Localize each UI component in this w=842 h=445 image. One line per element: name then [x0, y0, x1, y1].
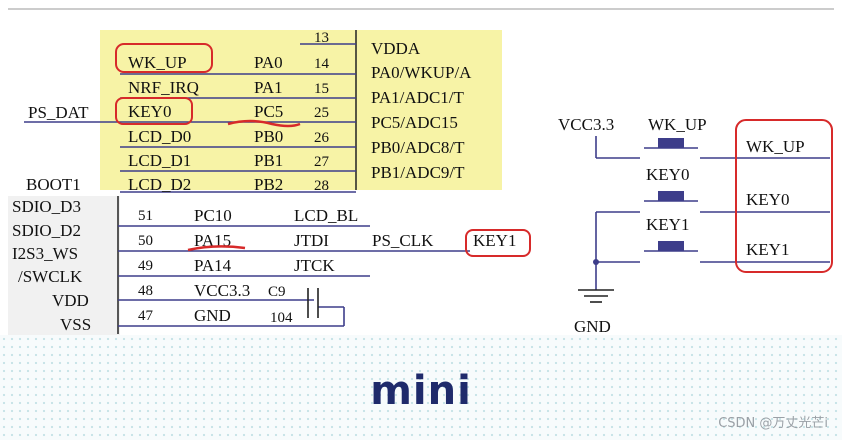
- net-ps-dat: PS_DAT: [28, 103, 89, 122]
- net-nrf-irq: NRF_IRQ: [128, 78, 199, 97]
- top-ic-body: [100, 30, 502, 190]
- bottom-pin-num: 47: [138, 308, 154, 324]
- top-pin-num: 15: [314, 81, 329, 97]
- caption-title: mini: [370, 368, 472, 414]
- top-pin-func: VDDA: [371, 39, 421, 58]
- top-pin-name: PA0: [254, 53, 283, 72]
- net-lcd-d0: LCD_D0: [128, 127, 191, 146]
- bottom-net: LCD_BL: [294, 206, 358, 225]
- net-lcd-d1: LCD_D1: [128, 151, 191, 170]
- left-label: /SWCLK: [18, 267, 83, 286]
- bottom-pin-num: 49: [138, 258, 153, 274]
- top-pin-num: 14: [314, 56, 330, 72]
- switch-key1: KEY1: [644, 215, 698, 252]
- top-pin-func: PB0/ADC8/T: [371, 138, 465, 157]
- net-lcd-d2: LCD_D2: [128, 175, 191, 194]
- capacitor-label: C9: [268, 284, 286, 300]
- switch-label: KEY0: [646, 165, 689, 184]
- top-pin-name: PB2: [254, 175, 283, 194]
- net-ps-clk: PS_CLK: [372, 231, 434, 250]
- highlight-key-outputs: [735, 119, 833, 273]
- top-pin-func: PB1/ADC9/T: [371, 163, 465, 182]
- net-key0: KEY0: [128, 102, 171, 121]
- switch-wk-up: WK_UP: [644, 115, 707, 149]
- left-label: I2S3_WS: [12, 244, 78, 263]
- switch-key0: KEY0: [644, 165, 698, 202]
- top-pin-num: 26: [314, 130, 330, 146]
- bottom-net: JTCK: [294, 256, 335, 275]
- bottom-net: JTDI: [294, 231, 329, 250]
- net-wk-up: WK_UP: [128, 53, 187, 72]
- top-pin-name: PB0: [254, 127, 283, 146]
- bottom-ic-wires: [118, 225, 470, 327]
- bottom-left-panel: [8, 196, 120, 336]
- ground-symbol: [578, 289, 614, 303]
- top-pin-name: PA1: [254, 78, 283, 97]
- junction-dot: [593, 259, 599, 265]
- gnd-label: GND: [574, 317, 611, 336]
- top-pin-func: PA1/ADC1/T: [371, 88, 465, 107]
- dotted-background: [0, 335, 842, 440]
- bottom-pin-name: PA14: [194, 256, 232, 275]
- bottom-pin-name: VCC3.3: [194, 281, 250, 300]
- highlight-key1: [465, 229, 531, 257]
- top-pin-num: 25: [314, 105, 329, 121]
- switch-label: WK_UP: [648, 115, 707, 134]
- top-pin-name: PB1: [254, 151, 283, 170]
- output-key0: KEY0: [746, 190, 789, 209]
- underline-pc5: [227, 119, 301, 128]
- left-label: SDIO_D3: [12, 197, 81, 216]
- bottom-pin-num: 51: [138, 208, 153, 224]
- switch-label: KEY1: [646, 215, 689, 234]
- output-wk-up: WK_UP: [746, 137, 805, 156]
- top-pin-num: 27: [314, 154, 330, 170]
- bottom-pin-name: PC10: [194, 206, 232, 225]
- capacitor-value: 104: [270, 310, 293, 326]
- left-label: VDD: [52, 291, 89, 310]
- bottom-pin-name: GND: [194, 306, 231, 325]
- bottom-pin-num: 50: [138, 233, 153, 249]
- capacitor-c9: [307, 288, 319, 318]
- highlight-wk-up: [115, 43, 213, 73]
- bottom-pin-num: 48: [138, 283, 153, 299]
- underline-pa15: [187, 245, 246, 252]
- top-pin-num: 28: [314, 178, 329, 194]
- net-key1: KEY1: [473, 231, 516, 250]
- left-label: SDIO_D2: [12, 221, 81, 240]
- left-label: VSS: [60, 315, 91, 334]
- net-boot1: BOOT1: [26, 175, 81, 194]
- top-pin-func: PC5/ADC15: [371, 113, 458, 132]
- top-pin-num: 13: [314, 30, 329, 46]
- top-pin-name: PC5: [254, 102, 283, 121]
- top-pin-func: PA0/WKUP/A: [371, 63, 472, 82]
- output-key1: KEY1: [746, 240, 789, 259]
- highlight-key0: [115, 97, 193, 125]
- watermark: CSDN @万丈光芒i: [718, 416, 828, 431]
- key-circuit-wires: [595, 136, 830, 290]
- vcc-label: VCC3.3: [558, 115, 614, 134]
